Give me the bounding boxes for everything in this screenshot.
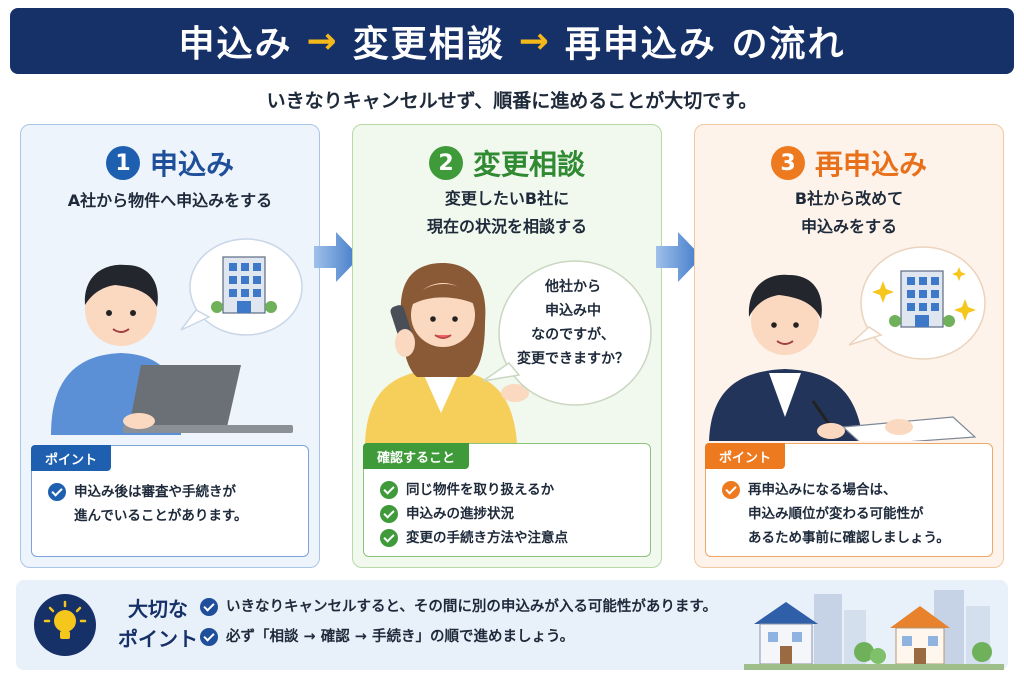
step-panel-1: 1 申込み A社から物件へ申込みをする ポイント <box>20 124 320 568</box>
check-item: 申込みの進捗状況 <box>380 502 640 526</box>
sparkle-icon <box>872 267 976 321</box>
check-icon <box>380 529 398 547</box>
title-arrow-2: → <box>518 20 551 62</box>
check-icon <box>200 598 218 616</box>
key-point-label: 大切な ポイント <box>118 597 198 651</box>
point-tag-3: ポイント <box>705 443 786 469</box>
building-icon <box>889 270 955 328</box>
check-item: 変更の手続き方法や注意点 <box>380 526 640 550</box>
key-point-item: いきなりキャンセルすると、その間に別の申込みが入る可能性があります。 <box>200 592 760 622</box>
lightbulb-icon <box>34 594 96 656</box>
speech-bubble-text: 他社から 申込み中 なのですが、 変更できますか？ <box>517 279 629 367</box>
subtitle: いきなりキャンセルせず、順番に進めることが大切です。 <box>266 90 758 112</box>
check-item: 同じ物件を取り扱えるか <box>380 478 640 502</box>
point-item: 申込み後は審査や手続きが 進んでいることがあります。 <box>48 480 298 528</box>
step-panel-2: 2 変更相談 変更したいB社に 現在の状況を相談する 他社から 申込み中 なので… <box>352 124 662 568</box>
check-box-2: 確認すること 同じ物件を取り扱えるか 申込みの進捗状況 変更の手続き方法や注意点 <box>363 443 651 557</box>
step-heading-2: 変更相談 <box>472 148 585 181</box>
check-icon <box>380 505 398 523</box>
key-point-item: 必ず「相談 → 確認 → 手続き」の順で進めましょう。 <box>200 622 760 652</box>
step-description-2: 変更したいB社に 現在の状況を相談する <box>426 189 587 236</box>
point-box-3: ポイント 再申込みになる場合は、 申込み順位が変わる可能性が あるため事前に確認… <box>705 443 993 557</box>
city-illustration <box>744 590 1004 670</box>
step-heading-3: 再申込み <box>814 148 927 181</box>
title-part-2: 変更相談 <box>352 24 505 65</box>
check-tag-2: 確認すること <box>363 443 470 469</box>
check-icon <box>200 628 218 646</box>
step-description-1: A社から物件へ申込みをする <box>67 191 273 210</box>
arrow-right-icon <box>314 232 360 282</box>
speech-bubble <box>482 260 652 406</box>
title-part-3: 再申込み の流れ <box>564 24 846 65</box>
step-panel-3: 3 再申込み B社から改めて 申込みをする <box>694 124 1004 568</box>
step-header-2: 2 変更相談 <box>353 143 661 183</box>
laptop-icon <box>123 365 293 433</box>
house-icon <box>754 602 818 665</box>
title-banner: 申込み → 変更相談 → 再申込み の流れ <box>10 8 1014 74</box>
key-point-banner: 大切な ポイント いきなりキャンセルすると、その間に別の申込みが入る可能性があり… <box>16 580 1008 670</box>
step-header-1: 1 申込み <box>21 143 319 183</box>
point-box-1: ポイント 申込み後は審査や手続きが 進んでいることがあります。 <box>31 445 309 557</box>
house-icon <box>890 606 950 665</box>
step-number-3: 3 <box>770 146 805 180</box>
step-description-3: B社から改めて 申込みをする <box>794 189 904 236</box>
scene-man-laptop <box>51 238 303 435</box>
scene-woman-phone <box>365 263 529 443</box>
scene-man-signing <box>709 246 986 441</box>
step-number-1: 1 <box>105 146 140 180</box>
check-icon <box>48 483 66 501</box>
point-tag-1: ポイント <box>31 445 112 471</box>
title-part-1: 申込み <box>178 24 293 65</box>
step-header-3: 3 再申込み <box>695 143 1003 183</box>
building-icon <box>211 256 277 314</box>
point-item: 再申込みになる場合は、 申込み順位が変わる可能性が あるため事前に確認しましょう… <box>722 478 982 550</box>
step-number-2: 2 <box>428 146 463 180</box>
arrow-right-icon <box>656 232 702 282</box>
check-icon <box>722 481 740 499</box>
title-arrow-1: → <box>306 20 339 62</box>
check-icon <box>380 481 398 499</box>
step-heading-1: 申込み <box>149 148 234 181</box>
